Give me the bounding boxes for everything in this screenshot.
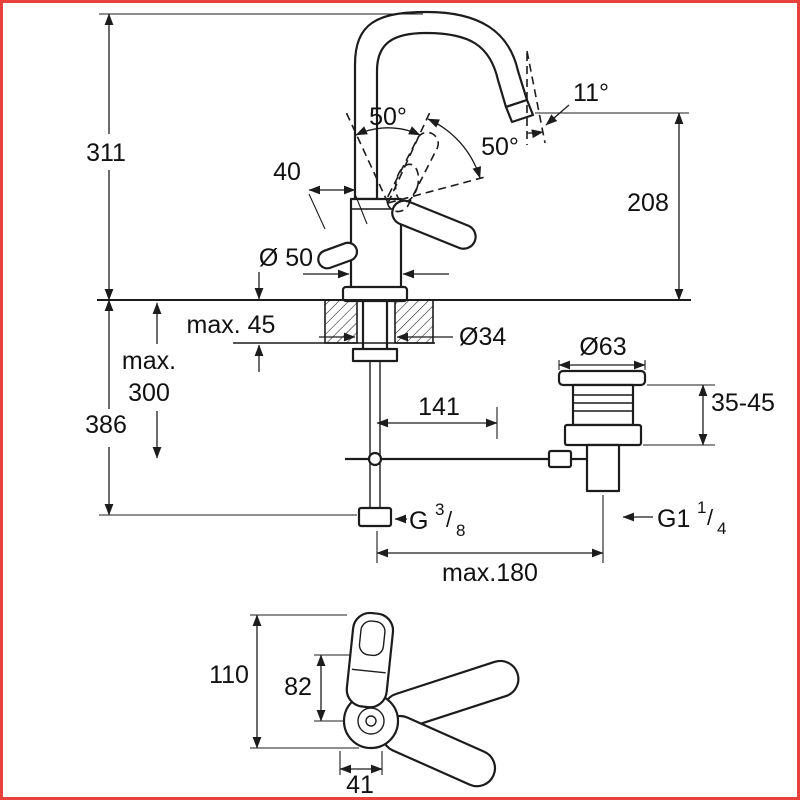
drain-body: [571, 383, 635, 427]
plan-view-labels: 110 82 41: [209, 661, 374, 797]
angle-11-leader: [545, 104, 570, 126]
handle-plan: [345, 611, 395, 709]
swing-arc-right: [427, 118, 482, 179]
mounting-nut: [351, 347, 399, 363]
dim-40-extension-right: [354, 193, 368, 225]
rod-clamp: [547, 449, 573, 469]
outlet-angle-detail: [526, 50, 570, 145]
drain-clamp-nut: [563, 423, 643, 447]
handle-stub: [317, 241, 359, 270]
dim-311-label: 311: [86, 139, 126, 167]
side-view: 311 50° 50° 11° 40 208 Ø 50 max. 45 Ø34 …: [85, 10, 775, 587]
dim-40-label: 40: [273, 158, 301, 186]
dim-208-label: 208: [627, 189, 669, 217]
thread-g38-slash: /: [446, 507, 453, 532]
thread-g38-numerator: 3: [435, 500, 444, 519]
thread-g38-base: G: [409, 507, 428, 535]
thread-g114-base: G1: [657, 505, 690, 533]
dia-50-label: Ø 50: [259, 244, 313, 272]
base-escutcheon: [341, 285, 409, 303]
plan-view-dimensions: [250, 614, 383, 775]
dim-141-label: 141: [418, 393, 460, 421]
faucet-body: [317, 197, 409, 303]
dim-386-label: 386: [85, 411, 127, 439]
rod-ball-joint: [367, 451, 383, 467]
side-view-dimensions: [99, 13, 715, 563]
faucet-technical-drawing: 311 50° 50° 11° 40 208 Ø 50 max. 45 Ø34 …: [85, 10, 775, 797]
lever-handle: [391, 199, 477, 250]
outlet-angle-arc: [526, 129, 544, 139]
handle-solid: [391, 199, 477, 250]
thread-g114-slash: /: [707, 505, 714, 530]
thread-g114-numerator: 1: [697, 498, 706, 517]
max-180-label: max.180: [442, 559, 538, 587]
max-300-label-line2: 300: [128, 379, 170, 407]
swing-radial-right: [387, 176, 486, 204]
dim-40-extension-left: [308, 193, 326, 230]
angle-50-left-label: 50°: [369, 103, 407, 131]
max-300-label-line1: max.: [122, 347, 176, 375]
dia-34-label: Ø34: [459, 323, 506, 351]
thread-g114-denominator: 4: [717, 519, 726, 538]
thread-g38-denominator: 8: [456, 521, 465, 540]
handle-swing: [345, 111, 486, 213]
drain-flange: [557, 369, 647, 387]
dim-41-label: 41: [346, 771, 374, 797]
dia-63-label: Ø63: [579, 333, 626, 361]
outlet-axis: [526, 50, 546, 144]
spout-tube: [353, 10, 529, 201]
handle-plan-inner-detail: [358, 620, 386, 657]
swing-radial-mid: [387, 111, 431, 204]
angle-50-right-label: 50°: [481, 133, 519, 161]
drain-assembly: [547, 369, 647, 493]
dim-82-label: 82: [284, 673, 312, 701]
body-plan-pivot: [365, 715, 377, 727]
dim-110-label: 110: [209, 661, 249, 689]
range-35-45-label: 35-45: [711, 389, 775, 417]
max-45-label: max. 45: [187, 311, 276, 339]
handle-plan-cross-line: [351, 668, 386, 674]
swing-radial-left: [345, 111, 389, 204]
hose-connector: [357, 506, 393, 528]
handle-knob-dashed: [394, 163, 420, 203]
swing-arc-left: [355, 126, 421, 136]
under-counter: [345, 301, 549, 528]
plan-view: 110 82 41: [209, 611, 520, 797]
side-view-labels: 311 50° 50° 11° 40 208 Ø 50 max. 45 Ø34 …: [85, 79, 775, 587]
angle-11-label: 11°: [573, 79, 609, 107]
drain-tailpipe: [585, 443, 621, 493]
